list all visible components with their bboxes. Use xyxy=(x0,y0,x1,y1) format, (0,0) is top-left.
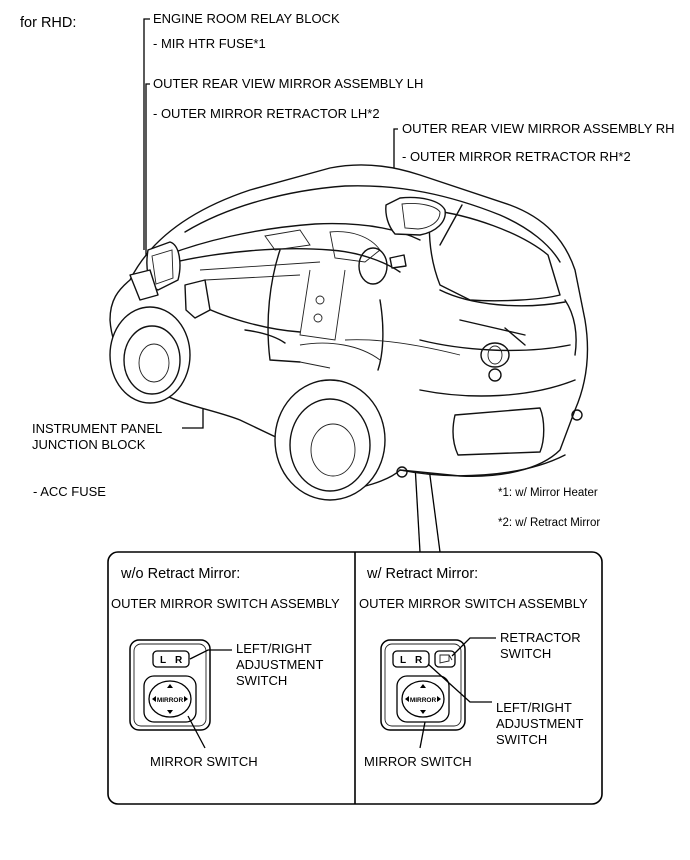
l-button-label: L xyxy=(160,655,166,666)
mirror-adjust-switch-right[interactable]: MIRROR xyxy=(396,675,450,723)
lr-adjustment-switch[interactable]: L R xyxy=(152,650,190,668)
arrow-up-icon-right xyxy=(420,684,426,688)
retractor-rh-label: - OUTER MIRROR RETRACTOR RH*2 xyxy=(402,149,631,164)
panel-left-lr-line1: LEFT/RIGHT xyxy=(236,641,312,656)
l-button-label-right: L xyxy=(400,655,406,666)
lr-adjustment-switch-right[interactable]: L R xyxy=(392,650,430,668)
mir-htr-fuse-label: - MIR HTR FUSE*1 xyxy=(153,36,266,51)
retractor-switch[interactable] xyxy=(434,650,456,668)
panel-right-retractor-line2: SWITCH xyxy=(500,646,551,661)
mirror-switch-assembly-right: L R MIRROR xyxy=(380,639,466,731)
ipjb-label-line2: JUNCTION BLOCK xyxy=(32,437,146,452)
mirror-switch-assembly-left: L R MIRROR xyxy=(129,639,211,731)
mirror-button-label-right: MIRROR xyxy=(410,697,437,704)
mirror-lh-label: OUTER REAR VIEW MIRROR ASSEMBLY LH xyxy=(153,76,423,91)
panel-left-assembly: OUTER MIRROR SWITCH ASSEMBLY xyxy=(111,596,340,611)
panel-left-mirror-switch: MIRROR SWITCH xyxy=(150,754,258,769)
footnote-mirror-heater: *1: w/ Mirror Heater xyxy=(498,487,598,499)
arrow-down-icon xyxy=(167,710,173,714)
panel-left-lr-line3: SWITCH xyxy=(236,673,287,688)
mirror-rh-label: OUTER REAR VIEW MIRROR ASSEMBLY RH xyxy=(402,121,675,136)
car-illustration xyxy=(109,164,589,501)
r-button-label: R xyxy=(175,655,183,666)
variant-label: for RHD: xyxy=(20,15,76,31)
retract-mirror-icon xyxy=(439,654,453,664)
switch-variants-frame xyxy=(107,551,603,805)
ipjb-label-line1: INSTRUMENT PANEL xyxy=(32,421,162,436)
panel-right-assembly: OUTER MIRROR SWITCH ASSEMBLY xyxy=(359,596,588,611)
arrow-up-icon xyxy=(167,684,173,688)
acc-fuse-label: - ACC FUSE xyxy=(33,484,106,499)
panel-left-title: w/o Retract Mirror: xyxy=(120,566,240,582)
mirror-button-label: MIRROR xyxy=(157,697,184,704)
footnote-retract-mirror: *2: w/ Retract Mirror xyxy=(498,517,600,529)
arrow-left-icon xyxy=(152,696,156,702)
arrow-right-icon xyxy=(184,696,188,702)
r-button-label-right: R xyxy=(415,655,423,666)
panel-right-retractor-line1: RETRACTOR xyxy=(500,630,581,645)
engine-room-relay-label: ENGINE ROOM RELAY BLOCK xyxy=(153,11,340,26)
arrow-left-icon-right xyxy=(405,696,409,702)
panel-right-lr-line1: LEFT/RIGHT xyxy=(496,700,572,715)
panel-right-lr-line2: ADJUSTMENT xyxy=(496,716,583,731)
arrow-down-icon-right xyxy=(420,710,426,714)
panel-left-lr-line2: ADJUSTMENT xyxy=(236,657,323,672)
panel-without-retract: w/o Retract Mirror: OUTER MIRROR SWITCH … xyxy=(111,566,340,769)
mirror-adjust-switch[interactable]: MIRROR xyxy=(143,675,197,723)
arrow-right-icon-right xyxy=(437,696,441,702)
panel-with-retract: w/ Retract Mirror: OUTER MIRROR SWITCH A… xyxy=(359,566,588,769)
retractor-lh-label: - OUTER MIRROR RETRACTOR LH*2 xyxy=(153,106,380,121)
panel-right-title: w/ Retract Mirror: xyxy=(366,566,478,582)
panel-right-lr-line3: SWITCH xyxy=(496,732,547,747)
panel-right-mirror-switch: MIRROR SWITCH xyxy=(364,754,472,769)
